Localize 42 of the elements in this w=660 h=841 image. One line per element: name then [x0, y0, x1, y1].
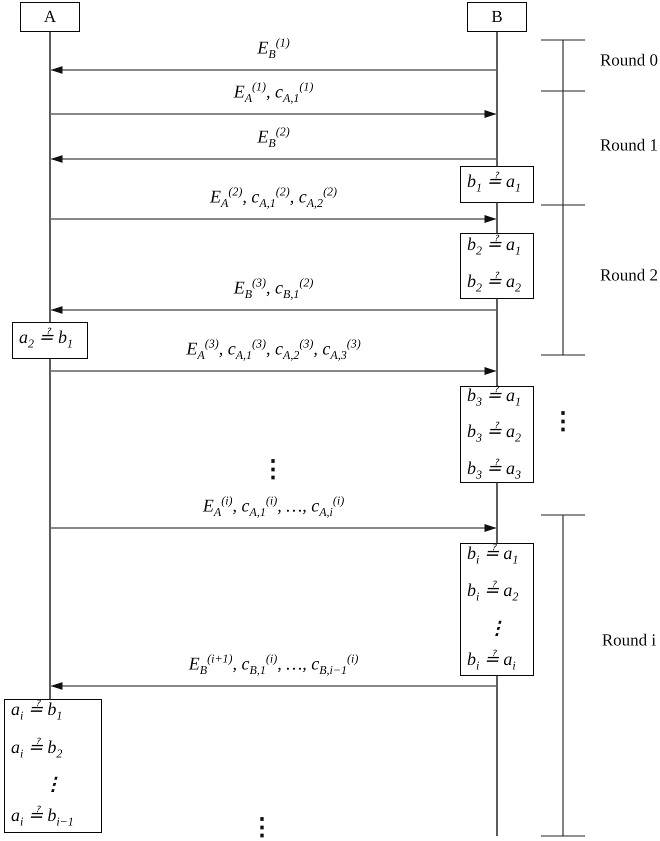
equation-text: b$_{3}$ ≟ a$_{3}$ — [467, 456, 521, 484]
message-arrow — [50, 524, 496, 532]
ellipsis-text: ⋮ — [44, 773, 62, 796]
participant-box — [467, 2, 527, 32]
round-label: Round 0 — [600, 52, 658, 68]
equation-text: b$_{1}$ ≟ a$_{1}$ — [467, 170, 521, 197]
message-arrow — [50, 215, 496, 223]
comparison-box — [460, 233, 534, 299]
round-label: Round i — [602, 632, 656, 648]
ellipsis-text: ⋮ — [551, 410, 575, 434]
equation-text: a$_{2}$ ≟ b$_{1}$ — [19, 326, 73, 353]
participant-label: A — [44, 6, 56, 28]
message-arrow — [50, 110, 496, 118]
message-arrow — [50, 306, 496, 314]
round-label: Round 1 — [600, 136, 658, 154]
participant-box — [20, 2, 80, 32]
equation-text: b$_{i}$ ≟ a$_{1}$ — [467, 542, 518, 568]
ellipsis-text: ⋮ — [250, 816, 274, 840]
lifeline — [49, 32, 51, 699]
comparison-box — [460, 386, 534, 483]
ellipsis-text: ⋮ — [488, 616, 506, 640]
equation-text: a$_{i}$ ≟ b$_{2}$ — [11, 736, 62, 762]
participant-label: B — [491, 6, 503, 28]
ellipsis-text: ⋮ — [261, 458, 285, 482]
comparison-box — [460, 166, 534, 203]
equation-text: a$_{i}$ ≟ b$_{i−1}$ — [11, 804, 74, 831]
equation-text: b$_{3}$ ≟ a$_{1}$ — [467, 384, 521, 410]
equation-text: a$_{i}$ ≟ b$_{1}$ — [11, 698, 62, 725]
equation-text: b$_{i}$ ≟ a$_{i}$ — [467, 648, 516, 674]
comparison-box — [12, 322, 88, 359]
equation-text: b$_{2}$ ≟ a$_{2}$ — [467, 270, 521, 297]
message-arrow — [50, 367, 496, 375]
comparison-box — [4, 699, 102, 833]
comparison-box — [460, 543, 534, 676]
message-arrow — [50, 66, 496, 74]
equation-text: b$_{i}$ ≟ a$_{2}$ — [467, 579, 518, 606]
round-label: Round 2 — [600, 266, 658, 284]
message-arrow — [50, 155, 496, 163]
equation-text: b$_{3}$ ≟ a$_{2}$ — [467, 420, 521, 447]
lifeline — [496, 32, 498, 836]
message-arrow — [50, 682, 496, 690]
equation-text: b$_{2}$ ≟ a$_{1}$ — [467, 233, 521, 260]
